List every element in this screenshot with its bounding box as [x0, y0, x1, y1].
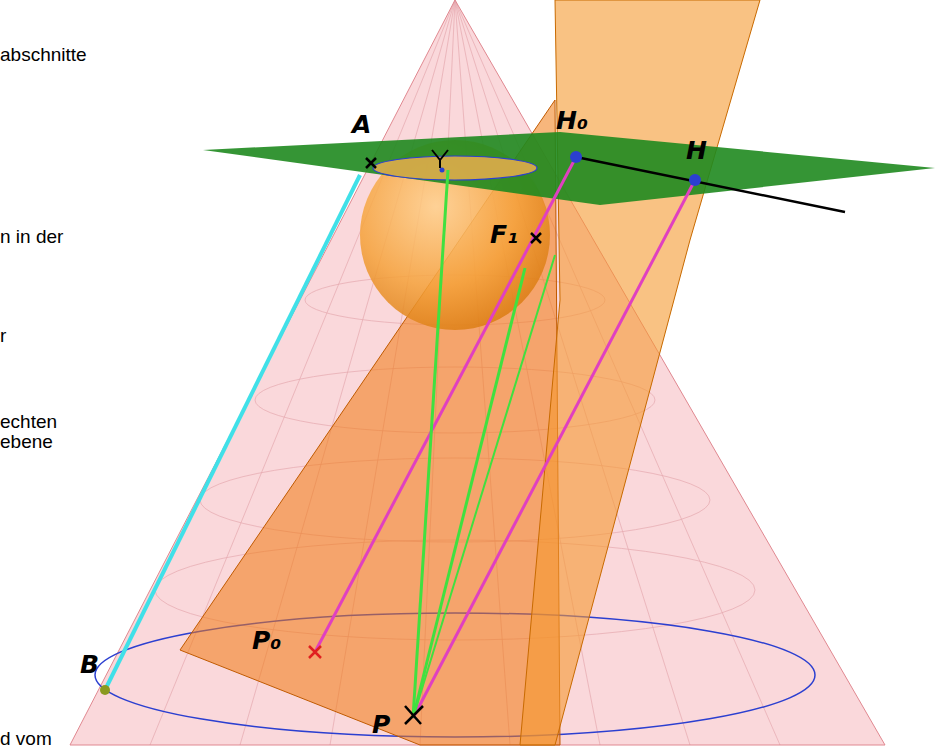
point-label: H₀ — [556, 108, 588, 133]
caption-fragment: abschnitte — [0, 45, 87, 64]
point-label: P — [372, 712, 390, 737]
point-label: H — [686, 138, 707, 163]
point-label: F₁ — [490, 222, 518, 247]
caption-fragment: d vom — [0, 729, 52, 748]
caption-fragment: r — [0, 326, 6, 345]
caption-fragment: echten — [0, 412, 57, 431]
caption-fragment: ebene — [0, 432, 53, 451]
point-label: B — [80, 652, 99, 677]
caption-fragment: n in der — [0, 227, 63, 246]
point-label: A — [352, 112, 371, 137]
point-label: P₀ — [252, 628, 281, 653]
